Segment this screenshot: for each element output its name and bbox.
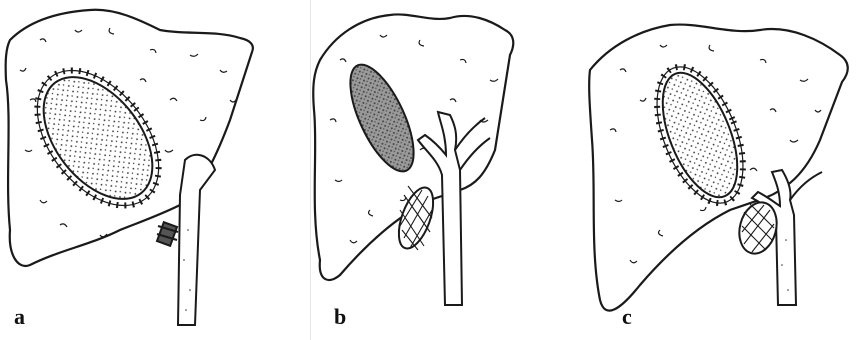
panel-label-b: b	[334, 306, 346, 328]
panel-a-drawing	[0, 0, 300, 340]
panel-b: b	[300, 0, 560, 340]
panel-label-c: c	[622, 306, 632, 328]
panel-a: a	[0, 0, 300, 340]
bile-duct	[178, 155, 215, 325]
surgical-clips	[157, 222, 178, 246]
panel-c: c	[560, 0, 860, 340]
panel-c-drawing	[560, 0, 860, 340]
panel-b-drawing	[300, 0, 560, 340]
panel-label-a: a	[14, 306, 25, 328]
